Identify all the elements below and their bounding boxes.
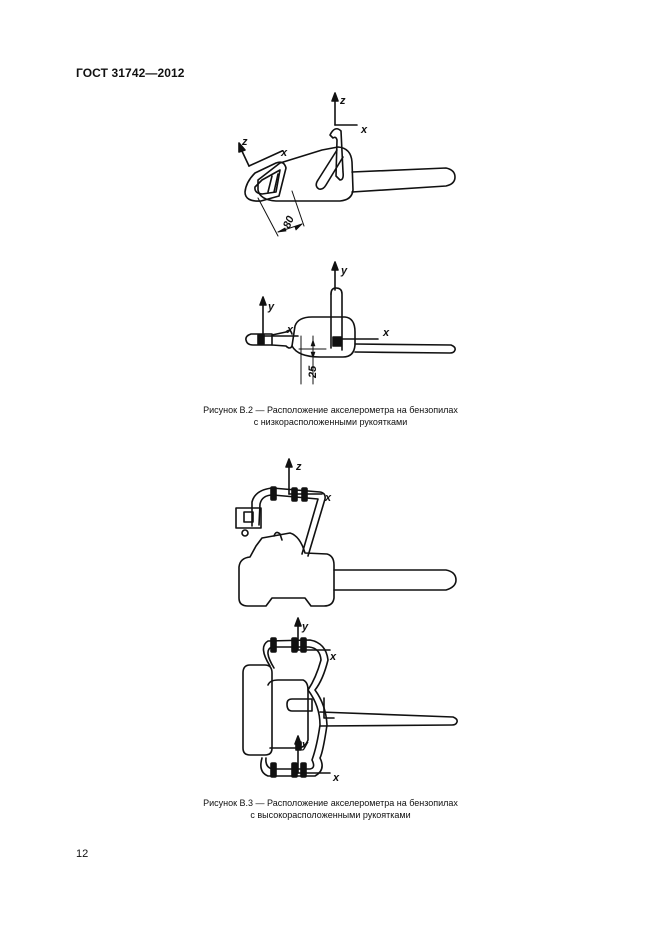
dimension-25: 25 bbox=[307, 365, 319, 379]
axis-label-z-b3: z bbox=[295, 461, 302, 473]
axis-label-x-bottom-b3: x bbox=[332, 772, 340, 784]
figure-b2-caption: Рисунок В.2 — Расположение акселерометра… bbox=[0, 404, 661, 428]
axis-label-z-front: z bbox=[241, 136, 248, 148]
figure-b3-caption-line2: с высокорасположенными рукоятками bbox=[250, 810, 411, 820]
figure-b3-caption: Рисунок В.3 — Расположение акселерометра… bbox=[0, 797, 661, 821]
axis-label-x-b3: x bbox=[324, 492, 332, 504]
document-header: ГОСТ 31742—2012 bbox=[76, 66, 185, 80]
axis-label-y-rear: y bbox=[340, 265, 348, 277]
axis-label-y-bottom-b3: y bbox=[301, 739, 309, 751]
chainsaw-high-handle-top-view: z x bbox=[235, 458, 457, 607]
axis-label-y-top-b3: y bbox=[301, 621, 309, 633]
chainsaw-high-handle-side-view: y x y x bbox=[242, 617, 458, 784]
dimension-80: 80 bbox=[281, 213, 297, 230]
axis-label-x: x bbox=[360, 124, 368, 136]
axis-label-x-rear-side: x bbox=[382, 327, 390, 339]
chainsaw-low-handle-top-view: z x z x 80 bbox=[238, 92, 456, 237]
chainsaw-low-handle-side-view: y y x x 25 bbox=[245, 261, 456, 385]
axis-label-z: z bbox=[339, 95, 346, 107]
figure-b2-caption-line1: Рисунок В.2 — Расположение акселерометра… bbox=[203, 405, 458, 415]
figure-b3-caption-line1: Рисунок В.3 — Расположение акселерометра… bbox=[203, 798, 458, 808]
page-number: 12 bbox=[76, 848, 89, 860]
axis-label-x-top-b3: x bbox=[329, 651, 337, 663]
figure-b2-caption-line2: с низкорасположенными рукоятками bbox=[253, 417, 408, 427]
axis-label-y-front: y bbox=[267, 301, 275, 313]
axis-label-x-front: x bbox=[280, 147, 288, 159]
